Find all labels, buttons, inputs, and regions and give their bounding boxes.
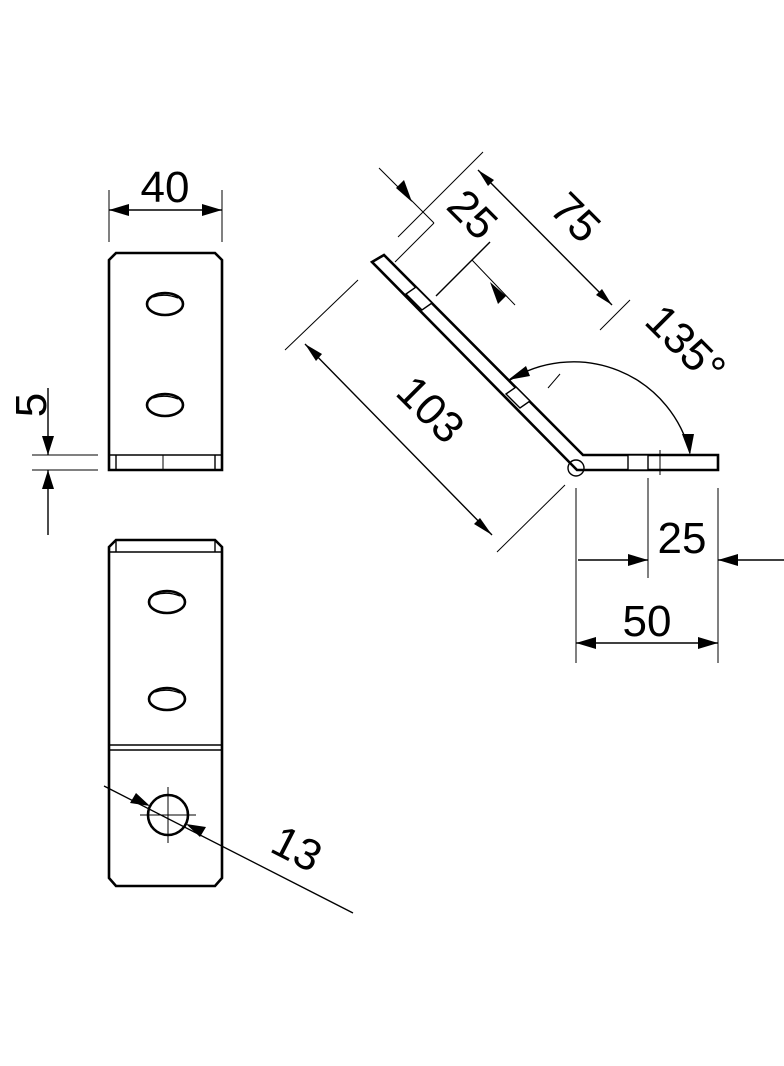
dimension-flat-hole-offset: 25	[578, 478, 784, 663]
dim-label-width: 40	[141, 163, 190, 212]
dimension-flat-length: 50	[575, 488, 718, 663]
dimension-width: 40	[108, 163, 223, 242]
slot-hole	[145, 291, 185, 317]
dim-label-75: 75	[541, 183, 610, 252]
front-view-upper	[107, 251, 224, 472]
dim-label-flat-25: 25	[658, 514, 707, 563]
dim-label-slot-offset: 25	[438, 180, 507, 249]
dimension-hole-diameter: 13	[103, 785, 354, 914]
dimension-thickness: 5	[7, 388, 98, 535]
dim-label-angle: 135°	[636, 295, 735, 394]
slot-hole	[147, 589, 187, 615]
dim-label-thickness: 5	[7, 393, 56, 417]
front-view-lower	[107, 538, 224, 888]
slot-hole	[147, 686, 187, 712]
dimension-angle: 135°	[508, 295, 735, 455]
slot-hole	[145, 392, 185, 418]
side-view	[369, 253, 720, 477]
dim-label-flat-50: 50	[623, 597, 672, 646]
